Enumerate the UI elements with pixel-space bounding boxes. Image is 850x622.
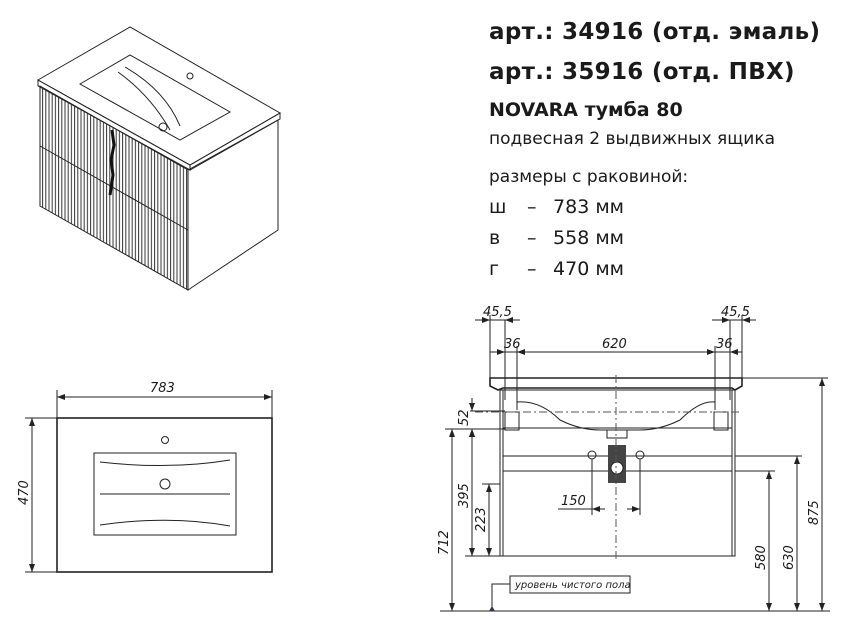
article-pvc: арт.: 35916 (отд. ПВХ) bbox=[489, 59, 795, 85]
dim-712: 712 bbox=[437, 530, 452, 555]
dash: – bbox=[527, 258, 537, 280]
dim-right-side: 36 bbox=[716, 337, 733, 352]
dim-depth: 470 bbox=[17, 480, 32, 505]
front-view: 45,5 45,5 36 620 36 52 395 223 712 150 bbox=[437, 305, 830, 612]
size-key: ш bbox=[489, 196, 507, 218]
dim-395: 395 bbox=[457, 483, 472, 508]
size-value: 783 мм bbox=[553, 196, 625, 218]
size-value: 470 мм bbox=[553, 258, 625, 280]
size-key: г bbox=[489, 258, 499, 280]
dim-inner-width: 620 bbox=[602, 337, 627, 352]
description: подвесная 2 выдвижных ящика bbox=[489, 129, 776, 149]
floor-level-label: уровень чистого пола bbox=[514, 580, 631, 591]
size-depth: г – 470 мм bbox=[489, 254, 820, 285]
size-value: 558 мм bbox=[553, 227, 625, 249]
dash: – bbox=[527, 227, 537, 249]
dim-52: 52 bbox=[457, 409, 472, 426]
dim-580: 580 bbox=[754, 545, 769, 570]
size-key: в bbox=[489, 227, 501, 249]
top-view: 783 470 bbox=[17, 381, 273, 573]
model-name: NOVARA тумба 80 bbox=[489, 99, 683, 121]
dim-875: 875 bbox=[807, 500, 822, 525]
dim-left-side: 36 bbox=[504, 337, 521, 352]
dim-150: 150 bbox=[561, 494, 586, 509]
dim-223: 223 bbox=[474, 507, 489, 532]
size-height: в – 558 мм bbox=[489, 223, 820, 254]
dim-width: 783 bbox=[150, 381, 175, 396]
dim-630: 630 bbox=[782, 545, 797, 570]
dim-left-offset: 45,5 bbox=[483, 305, 512, 320]
product-info: арт.: 34916 (отд. эмаль) арт.: 35916 (от… bbox=[489, 12, 820, 285]
dash: – bbox=[527, 196, 537, 218]
dim-right-offset: 45,5 bbox=[721, 305, 750, 320]
size-width: ш– 783 мм bbox=[489, 192, 820, 223]
sizes-heading: размеры с раковиной: bbox=[489, 167, 689, 187]
article-enamel: арт.: 34916 (отд. эмаль) bbox=[489, 19, 821, 45]
isometric-view bbox=[36, 26, 282, 291]
